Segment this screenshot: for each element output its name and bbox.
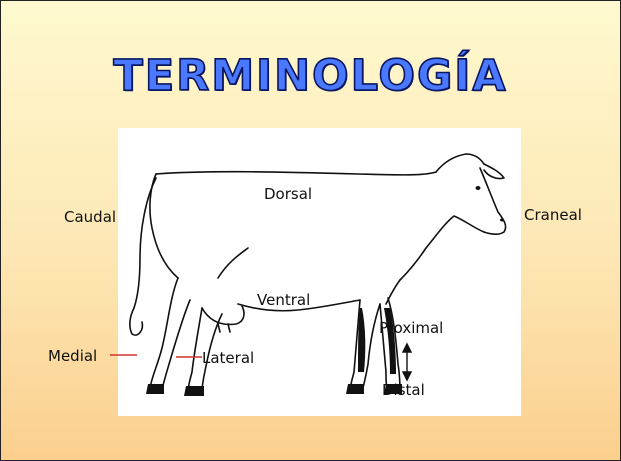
proximal-distal-arrow: [403, 344, 411, 380]
